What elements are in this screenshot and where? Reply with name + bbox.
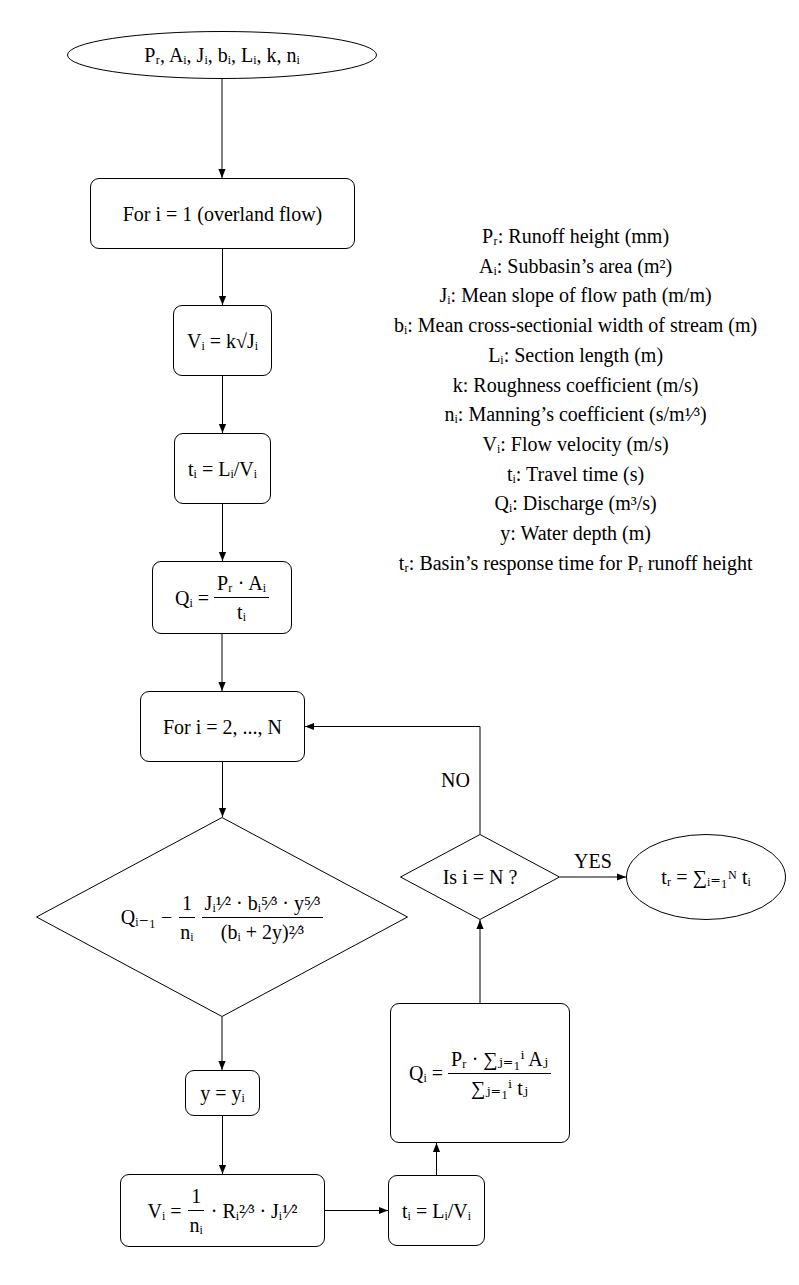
node-text: Qᵢ₋₁ −	[121, 905, 173, 929]
fraction-numerator: Jᵢ¹⁄² · bᵢ⁵⁄³ · y⁵⁄³	[202, 891, 324, 918]
fraction: Jᵢ¹⁄² · bᵢ⁵⁄³ · y⁵⁄³(bᵢ + 2y)²⁄³	[202, 891, 324, 944]
fraction-denominator: (bᵢ + 2y)²⁄³	[218, 918, 307, 944]
node-content: Vᵢ =1nᵢ· Rᵢ²⁄³ · Jᵢ¹⁄²	[148, 1184, 298, 1237]
variable-definition: Vᵢ: Flow velocity (m/s)	[394, 430, 757, 460]
node-text: Vᵢ =	[148, 1199, 182, 1223]
node-content: y = yᵢ	[200, 1081, 245, 1105]
variable-definition: Lᵢ: Section length (m)	[394, 341, 757, 371]
node-content: tᵢ = Lᵢ/Vᵢ	[188, 457, 257, 481]
flow-arrow	[560, 877, 626, 878]
fraction-denominator: ∑ⱼ₌₁ⁱ tⱼ	[468, 1074, 531, 1100]
node-text: Vᵢ = k√Jᵢ	[187, 329, 258, 353]
node-content: Pᵣ, Aᵢ, Jᵢ, bᵢ, Lᵢ, k, nᵢ	[144, 43, 299, 67]
flow-arrow	[222, 762, 223, 817]
input-ellipse: Pᵣ, Aᵢ, Jᵢ, bᵢ, Lᵢ, k, nᵢ	[67, 31, 377, 79]
flow-arrow	[305, 727, 480, 835]
fraction: Pᵣ · Aᵢtᵢ	[214, 571, 269, 624]
node-content: tᵢ = Lᵢ/Vᵢ	[402, 1199, 471, 1223]
process-box: tᵢ = Lᵢ/Vᵢ	[388, 1175, 485, 1246]
ellipse-outline	[68, 32, 377, 79]
node-content: Qᵢ₋₁ −1nᵢJᵢ¹⁄² · bᵢ⁵⁄³ · y⁵⁄³(bᵢ + 2y)²⁄…	[121, 891, 323, 944]
process-box: Qᵢ =Pᵣ · ∑ⱼ₌₁ⁱ Aⱼ∑ⱼ₌₁ⁱ tⱼ	[390, 1003, 570, 1143]
variable-definition: k: Roughness coefficient (m/s)	[394, 371, 757, 401]
node-text: Is i = N ?	[443, 865, 518, 889]
flow-arrow	[325, 1210, 388, 1211]
fraction: 1nᵢ	[187, 1184, 206, 1237]
diamond-outline	[401, 835, 560, 920]
fraction-numerator: 1	[179, 891, 195, 918]
node-content: Qᵢ =Pᵣ · Aᵢtᵢ	[175, 571, 269, 624]
process-box: y = yᵢ	[185, 1070, 260, 1116]
node-content: For i = 1 (overland flow)	[123, 202, 323, 226]
node-content: For i = 2, ..., N	[163, 715, 282, 739]
node-text: tᵢ = Lᵢ/Vᵢ	[402, 1199, 471, 1223]
node-text: · Rᵢ²⁄³ · Jᵢ¹⁄²	[211, 1199, 298, 1223]
node-text: y = yᵢ	[200, 1081, 245, 1105]
variable-definition: bᵢ: Mean cross-sectionial width of strea…	[394, 311, 757, 341]
node-content: Vᵢ = k√Jᵢ	[187, 329, 258, 353]
fraction-denominator: nᵢ	[177, 918, 196, 944]
flow-arrow	[222, 634, 223, 691]
fraction: 1nᵢ	[177, 891, 196, 944]
variable-definition: tᵣ: Basin’s response time for Pᵣ runoff …	[394, 549, 757, 579]
variable-definition: Pᵣ: Runoff height (mm)	[394, 222, 757, 252]
node-content: Is i = N ?	[443, 865, 518, 889]
node-content: Qᵢ =Pᵣ · ∑ⱼ₌₁ⁱ Aⱼ∑ⱼ₌₁ⁱ tⱼ	[409, 1047, 551, 1100]
process-box: Qᵢ =Pᵣ · Aᵢtᵢ	[152, 561, 292, 634]
flow-arrow	[222, 1017, 223, 1070]
fraction-numerator: Pᵣ · Aᵢ	[214, 571, 269, 598]
fraction: Pᵣ · ∑ⱼ₌₁ⁱ Aⱼ∑ⱼ₌₁ⁱ tⱼ	[448, 1047, 551, 1100]
variable-definition: Jᵢ: Mean slope of flow path (m/m)	[394, 281, 757, 311]
decision-diamond: Qᵢ₋₁ −1nᵢJᵢ¹⁄² · bᵢ⁵⁄³ · y⁵⁄³(bᵢ + 2y)²⁄…	[36, 817, 408, 1017]
process-box: For i = 1 (overland flow)	[90, 178, 355, 249]
fraction-denominator: nᵢ	[187, 1211, 206, 1237]
fraction-denominator: tᵢ	[234, 598, 249, 624]
flow-arrow	[222, 249, 223, 305]
ellipse-outline	[627, 835, 786, 920]
edge-label: NO	[439, 768, 472, 792]
flow-arrow	[222, 1116, 223, 1174]
process-box: Vᵢ = k√Jᵢ	[173, 305, 272, 376]
output-ellipse: tᵣ = ∑ᵢ₌₁ᴺ tᵢ	[626, 834, 786, 920]
diamond-outline	[37, 818, 408, 1017]
node-text: For i = 1 (overland flow)	[123, 202, 323, 226]
flow-arrow	[480, 920, 481, 1003]
node-text: Qᵢ =	[175, 586, 209, 610]
variable-definition: Aᵢ: Subbasin’s area (m²)	[394, 252, 757, 282]
variable-list: Pᵣ: Runoff height (mm)Aᵢ: Subbasin’s are…	[394, 222, 757, 578]
loop-box: For i = 2, ..., N	[140, 691, 305, 762]
flow-arrow	[222, 376, 223, 433]
variable-definition: Qᵢ: Discharge (m³/s)	[394, 489, 757, 519]
node-text: tᵢ = Lᵢ/Vᵢ	[188, 457, 257, 481]
node-content: tᵣ = ∑ᵢ₌₁ᴺ tᵢ	[661, 865, 751, 889]
flow-arrow	[436, 1143, 437, 1175]
node-text: tᵣ = ∑ᵢ₌₁ᴺ tᵢ	[661, 865, 751, 889]
node-text: Qᵢ =	[409, 1061, 443, 1085]
fraction-numerator: 1	[188, 1184, 204, 1211]
variable-definition: y: Water depth (m)	[394, 519, 757, 549]
variable-definition: nᵢ: Manning’s coefficient (s/m¹⁄³)	[394, 400, 757, 430]
variable-definition: tᵢ: Travel time (s)	[394, 460, 757, 490]
edge-label: YES	[572, 849, 614, 873]
decision-diamond: Is i = N ?	[400, 834, 560, 920]
node-text: Pᵣ, Aᵢ, Jᵢ, bᵢ, Lᵢ, k, nᵢ	[144, 43, 299, 67]
process-box: tᵢ = Lᵢ/Vᵢ	[174, 433, 271, 504]
process-box: Vᵢ =1nᵢ· Rᵢ²⁄³ · Jᵢ¹⁄²	[120, 1174, 325, 1247]
fraction-numerator: Pᵣ · ∑ⱼ₌₁ⁱ Aⱼ	[448, 1047, 551, 1074]
node-text: For i = 2, ..., N	[163, 715, 282, 739]
flow-arrow	[222, 504, 223, 561]
flow-arrow	[222, 79, 223, 178]
